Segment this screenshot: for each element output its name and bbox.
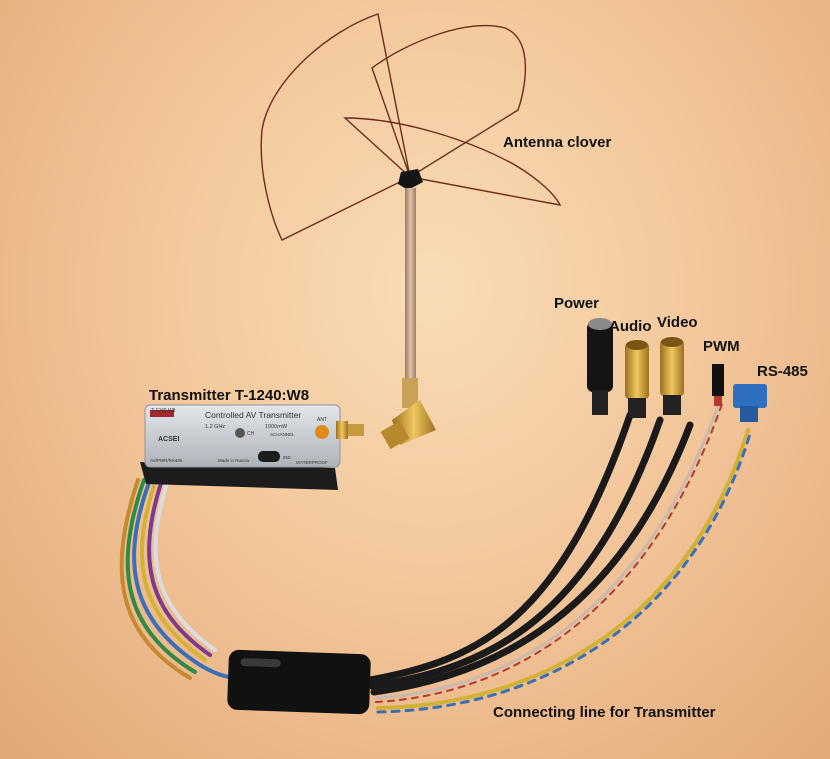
audio-rca-connector bbox=[625, 340, 649, 418]
device-brand: ACSEI bbox=[158, 436, 179, 443]
device-ant-label: ANT bbox=[317, 417, 327, 423]
label-connecting-line: Connecting line for Transmitter bbox=[493, 704, 716, 721]
device-model-tag: T-1240 W8 bbox=[151, 408, 176, 414]
device-wp-label: WATERPROOF bbox=[296, 460, 328, 465]
device-freq: 1.2 GHz bbox=[205, 424, 225, 430]
device-made-in: Made in Russia bbox=[218, 458, 250, 463]
device-ind-label: IND bbox=[283, 455, 292, 460]
device-title: Controlled AV Transmitter bbox=[205, 410, 301, 420]
wiring-harness bbox=[119, 398, 752, 714]
device-input-label: AV/PWR/RS485 bbox=[150, 458, 183, 463]
device-on-label: CH bbox=[247, 431, 255, 437]
label-transmitter: Transmitter T-1240:W8 bbox=[149, 387, 310, 404]
label-antenna-clover: Antenna clover bbox=[503, 134, 612, 151]
antenna-hub bbox=[398, 169, 423, 190]
label-power: Power bbox=[554, 295, 600, 312]
rs485-connector bbox=[733, 384, 767, 422]
pwm-connector bbox=[712, 364, 724, 406]
antenna-clover bbox=[260, 13, 562, 241]
video-rca-connector bbox=[660, 337, 684, 415]
label-rs485: RS-485 bbox=[757, 363, 808, 380]
device-power-rating: 1000mW bbox=[265, 424, 288, 430]
label-video: Video bbox=[657, 314, 698, 331]
harness-sleeve bbox=[227, 649, 371, 715]
transmitter-device: T-1240 W8 Controlled AV Transmitter 1.2 … bbox=[140, 404, 364, 490]
power-connector bbox=[587, 318, 613, 415]
coax-feed-line bbox=[380, 188, 436, 450]
label-audio: Audio bbox=[609, 318, 652, 335]
device-channel-label: SCHANNEL bbox=[270, 432, 295, 437]
label-pwm: PWM bbox=[703, 338, 740, 355]
